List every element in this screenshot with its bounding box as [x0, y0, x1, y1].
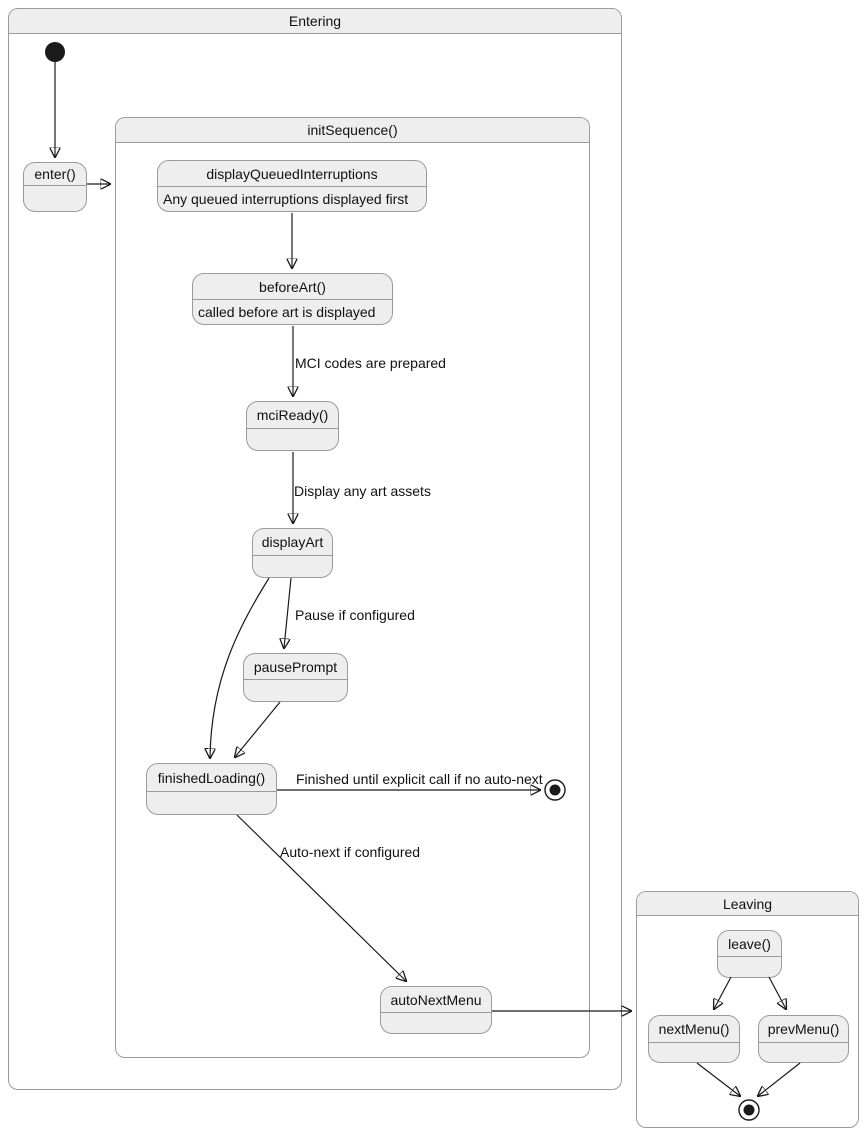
state-prev-menu-label: prevMenu() — [767, 1021, 840, 1037]
state-display-art: displayArt — [252, 528, 333, 578]
state-display-queued-interruptions: displayQueuedInterruptions Any queued in… — [157, 160, 427, 212]
state-display-queued-interruptions-description: Any queued interruptions displayed first — [158, 186, 426, 211]
state-leave-label: leave() — [728, 935, 771, 952]
state-auto-next-menu-label: autoNextMenu — [390, 991, 482, 1008]
state-next-menu-compartment — [649, 1042, 739, 1062]
state-before-art-label: beforeArt() — [259, 278, 326, 295]
state-mci-ready: mciReady() — [246, 401, 339, 451]
state-leave-compartment — [718, 956, 781, 977]
state-before-art: beforeArt() called before art is display… — [192, 273, 393, 325]
state-display-art-compartment — [253, 555, 332, 577]
container-entering-title: Entering — [9, 9, 621, 34]
container-init-sequence: initSequence() — [115, 117, 590, 1058]
container-init-sequence-title-text: initSequence() — [307, 122, 398, 138]
state-mci-ready-compartment — [247, 428, 338, 450]
state-prev-menu-compartment — [759, 1042, 848, 1062]
container-entering-title-text: Entering — [288, 13, 342, 29]
state-finished-loading-label: finishedLoading() — [157, 769, 266, 786]
state-before-art-description: called before art is displayed — [193, 299, 392, 324]
container-leaving-title-text: Leaving — [722, 895, 773, 912]
edge-label-pause: Pause if configured — [295, 607, 415, 623]
state-auto-next-menu: autoNextMenu — [380, 986, 492, 1034]
container-leaving: Leaving — [636, 891, 859, 1128]
state-finished-loading-compartment — [147, 791, 276, 814]
edge-label-finished: Finished until explicit call if no auto-… — [296, 771, 543, 787]
state-finished-loading: finishedLoading() — [146, 763, 277, 815]
state-enter-compartment — [24, 185, 86, 211]
container-leaving-title: Leaving — [637, 892, 858, 916]
state-pause-prompt: pausePrompt — [243, 653, 348, 702]
edge-label-auto-next: Auto-next if configured — [280, 844, 421, 860]
state-enter-label: enter() — [34, 166, 76, 182]
edge-label-display-art: Display any art assets — [294, 483, 431, 499]
edge-label-mci-codes: MCI codes are prepared — [295, 355, 446, 371]
state-auto-next-menu-compartment — [381, 1012, 491, 1033]
state-leave: leave() — [717, 930, 782, 978]
state-mci-ready-label: mciReady() — [256, 407, 329, 423]
state-prev-menu: prevMenu() — [758, 1015, 849, 1063]
state-next-menu: nextMenu() — [648, 1015, 740, 1063]
state-display-queued-interruptions-label: displayQueuedInterruptions — [206, 165, 378, 182]
state-display-art-label: displayArt — [261, 534, 324, 550]
state-pause-prompt-compartment — [244, 679, 347, 701]
container-init-sequence-title: initSequence() — [116, 118, 589, 143]
state-next-menu-label: nextMenu() — [658, 1021, 730, 1037]
state-enter: enter() — [23, 162, 87, 212]
state-pause-prompt-label: pausePrompt — [253, 658, 338, 675]
